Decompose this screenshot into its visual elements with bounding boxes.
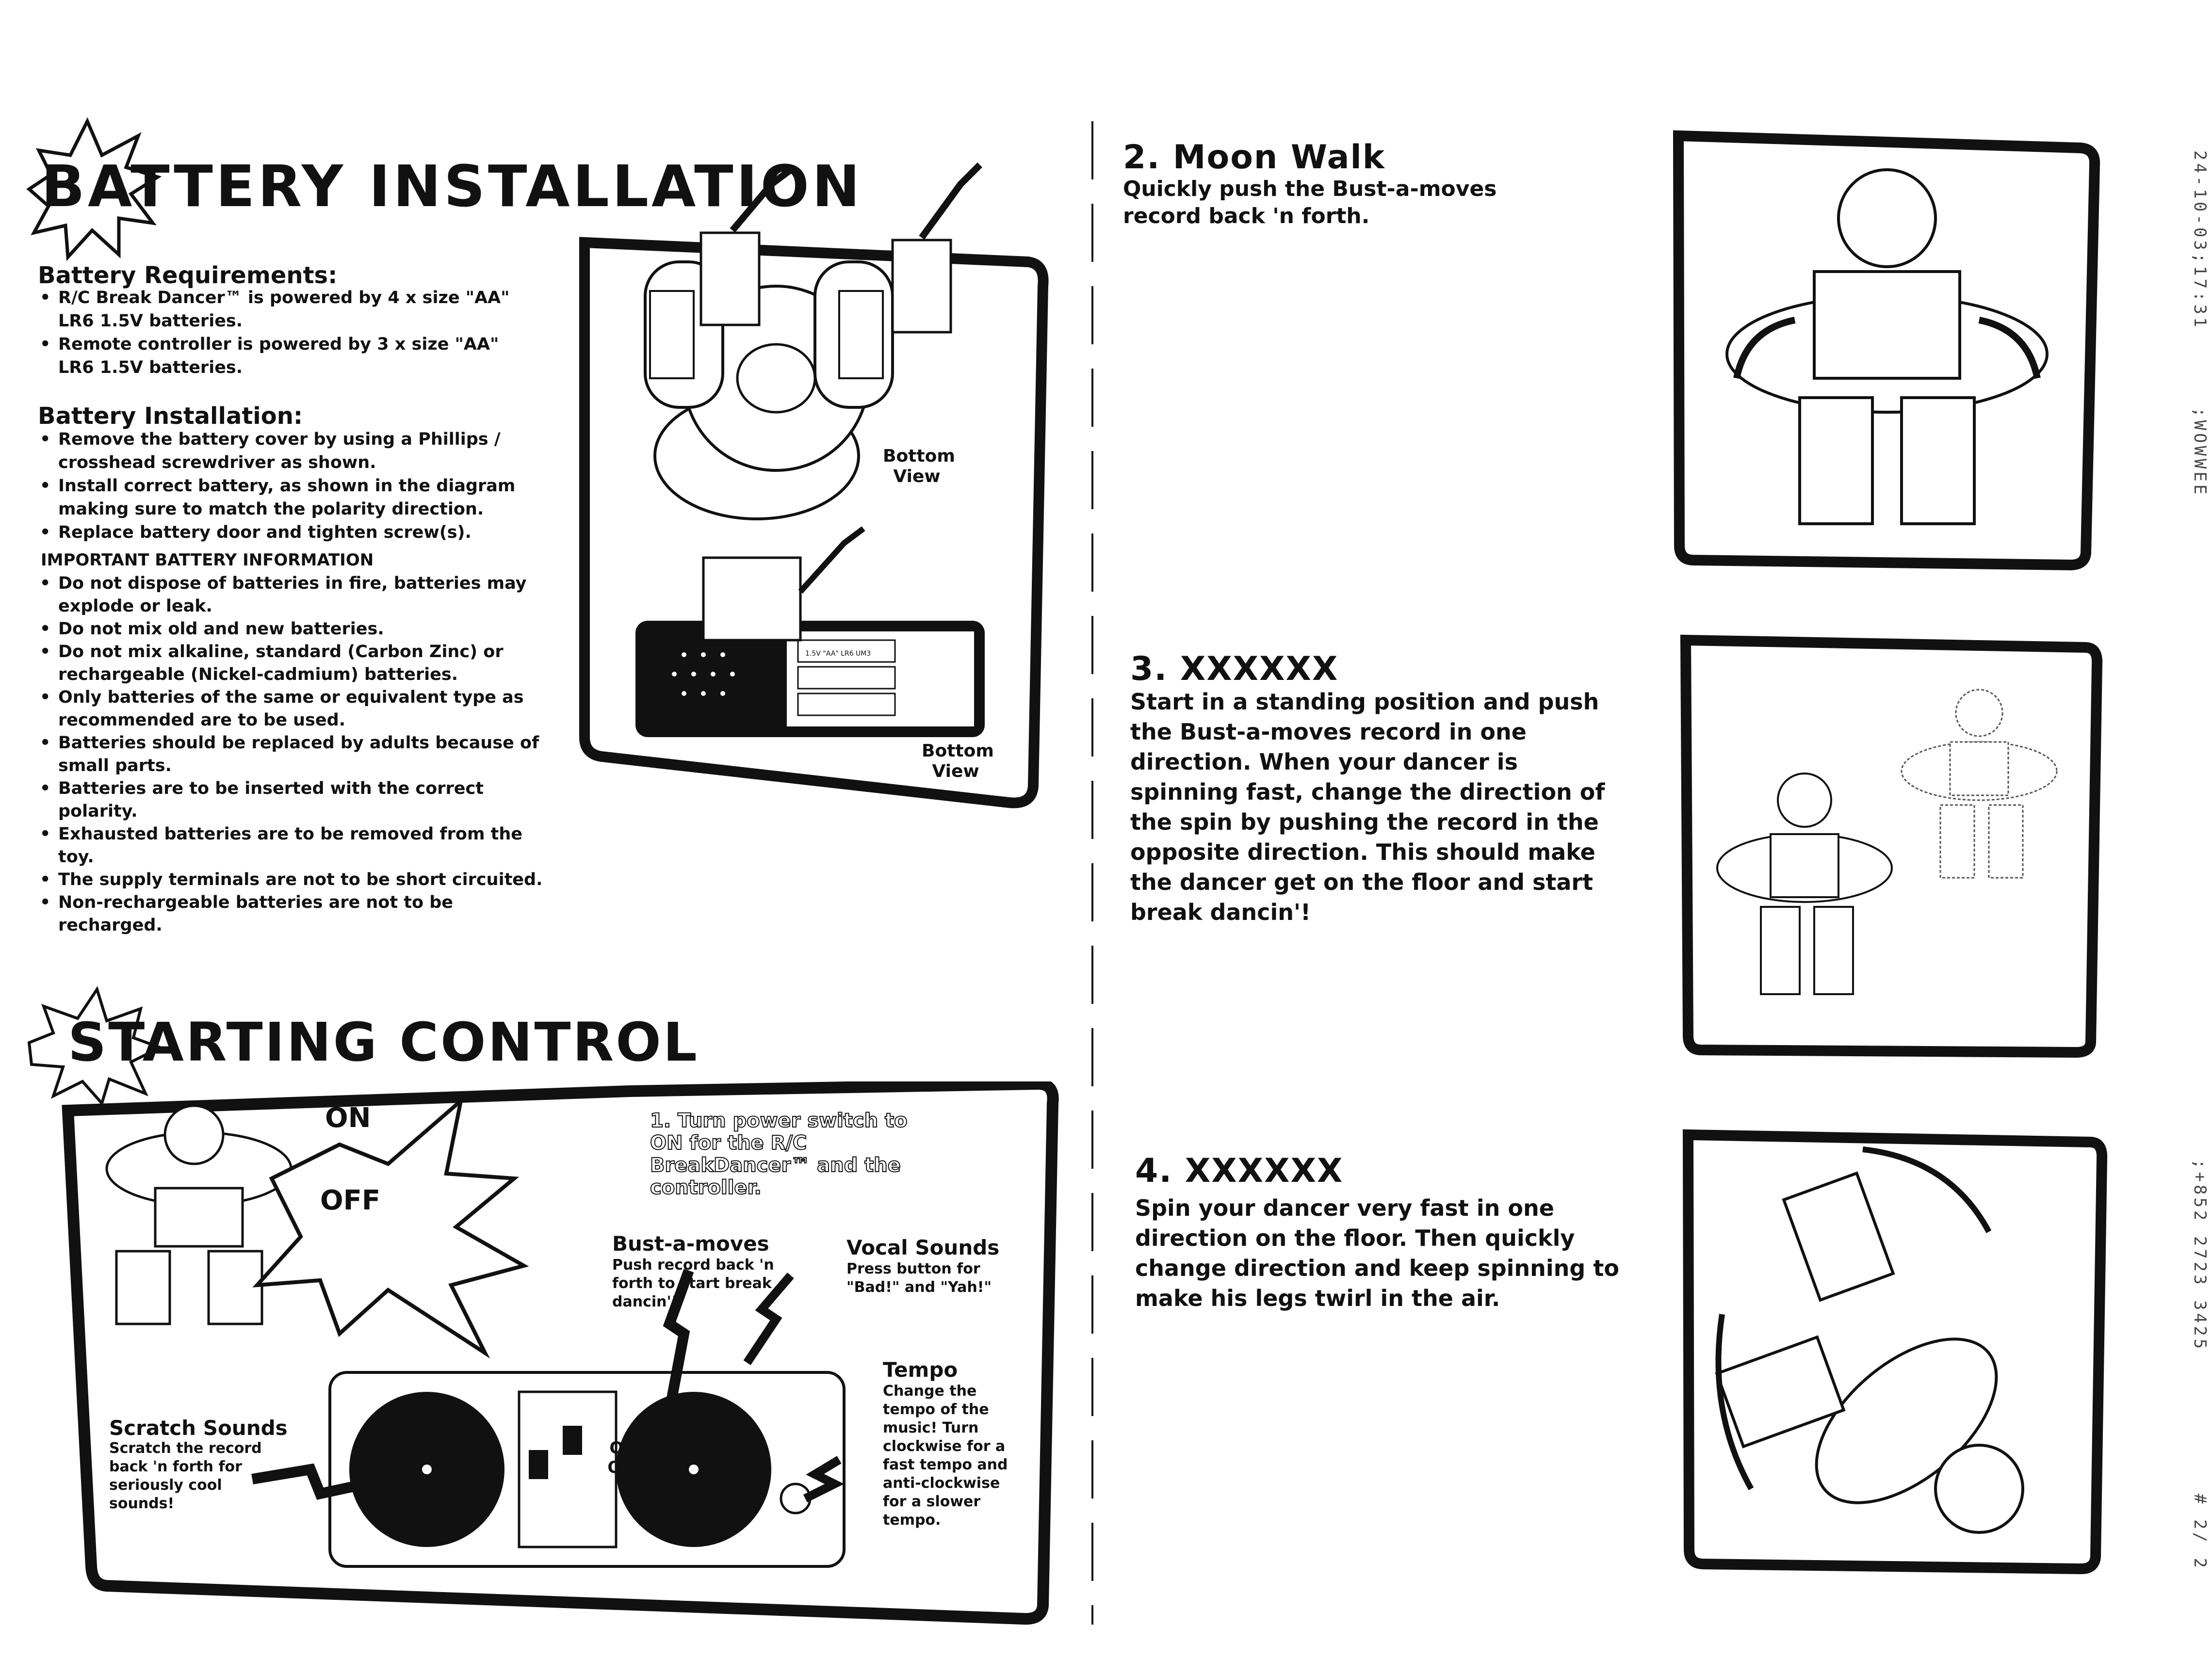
list-item: The supply terminals are not to be short… (38, 869, 562, 891)
vocal-title: Vocal Sounds (846, 1236, 1000, 1259)
installation-heading: Battery Installation: (38, 403, 303, 430)
bottom-view-label-bottom: Bottom View (922, 741, 994, 781)
installation-list: Remove the battery cover by using a Phil… (38, 428, 552, 544)
list-item: Do not dispose of batteries in fire, bat… (38, 572, 562, 618)
list-item: Replace battery door and tighten screw(s… (38, 521, 552, 544)
important-list: Do not dispose of batteries in fire, bat… (38, 572, 562, 937)
starburst-icon (27, 986, 164, 1107)
scratch-text: Scratch the record back 'n forth for ser… (109, 1440, 262, 1512)
step3-title: 3. XXXXXX (1130, 650, 1339, 688)
scratch-title: Scratch Sounds (109, 1416, 288, 1440)
starting-title: STARTING CONTROL (68, 1011, 699, 1073)
tempo-title: Tempo (883, 1358, 958, 1382)
switch-on-label: ON (325, 1102, 371, 1134)
starting-panel (62, 1081, 1059, 1625)
important-heading: IMPORTANT BATTERY INFORMATION (41, 550, 374, 570)
battery-diagram: 1.5V "AA" LR6 UM3 (579, 162, 1049, 808)
list-item: Exhausted batteries are to be removed fr… (38, 823, 562, 869)
remote-off-label: OFF (607, 1458, 644, 1477)
legs-twirl-illustration (1682, 1129, 2108, 1575)
requirements-list: R/C Break Dancer™ is powered by 4 x size… (38, 286, 537, 379)
battery-title: BATTERY INSTALLATION (41, 153, 863, 220)
step1-instruction: 1. Turn power switch to ON for the R/C B… (650, 1109, 908, 1199)
bust-text: Push record back 'n forth to start break… (612, 1257, 774, 1310)
list-item: Batteries should be replaced by adults b… (38, 732, 562, 777)
list-item: R/C Break Dancer™ is powered by 4 x size… (38, 286, 537, 333)
fax-sender: ;WOWWEE (2190, 407, 2210, 498)
list-item: Remove the battery cover by using a Phil… (38, 428, 552, 474)
step2-body: Quickly push the Bust-a-moves record bac… (1123, 177, 1497, 228)
list-item: Non-rechargeable batteries are not to be… (38, 891, 562, 937)
spin-illustration (1680, 634, 2103, 1058)
moonwalk-illustration (1673, 130, 2100, 571)
list-item: Remote controller is powered by 3 x size… (38, 333, 537, 379)
list-item: Do not mix alkaline, standard (Carbon Zi… (38, 641, 562, 686)
fax-page: # 2/ 2 (2190, 1494, 2210, 1571)
vocal-text: Press button for "Bad!" and "Yah!" (846, 1260, 992, 1296)
fax-phone: ;+852 2723 3425 (2190, 1159, 2210, 1352)
list-item: Install correct battery, as shown in the… (38, 474, 552, 521)
step2-title: 2. Moon Walk (1123, 138, 1386, 177)
starburst-icon (26, 117, 162, 261)
list-item: Batteries are to be inserted with the co… (38, 777, 562, 823)
step4-body: Spin your dancer very fast in one direct… (1135, 1195, 1619, 1311)
list-item: Do not mix old and new batteries. (38, 618, 562, 641)
bust-title: Bust-a-moves (612, 1232, 769, 1256)
tempo-text: Change the tempo of the music! Turn cloc… (883, 1383, 1008, 1529)
remote-on-label: ON (609, 1438, 637, 1458)
bottom-view-label-top: Bottom View (883, 446, 955, 486)
step4-title: 4. XXXXXX (1135, 1152, 1344, 1190)
switch-off-label: OFF (320, 1185, 381, 1216)
requirements-heading: Battery Requirements: (38, 262, 338, 289)
page-divider (1091, 121, 1093, 1625)
battery-label: 1.5V "AA" LR6 UM3 (805, 650, 871, 658)
fax-timestamp: 24-10-03;17:31 (2190, 150, 2210, 330)
step3-body: Start in a standing position and push th… (1130, 689, 1605, 925)
list-item: Only batteries of the same or equivalent… (38, 686, 562, 732)
